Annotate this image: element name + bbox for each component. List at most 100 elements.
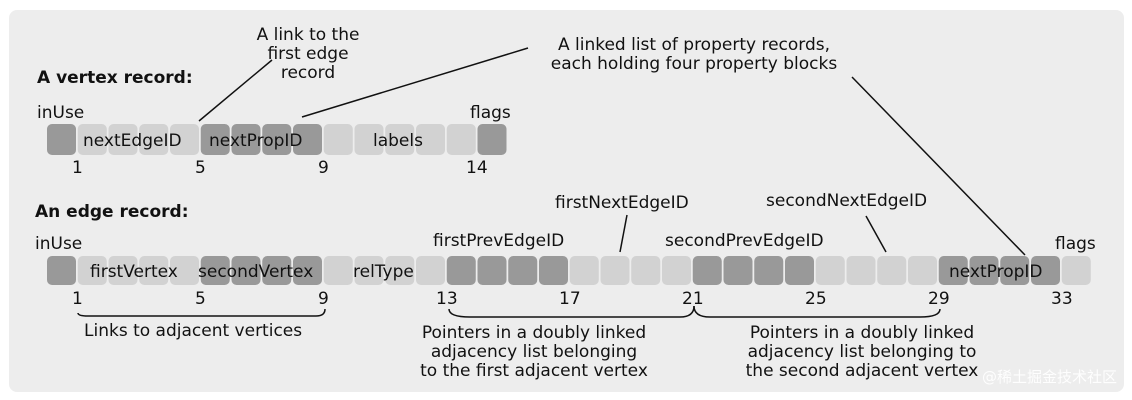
vertex-block-row [47, 124, 507, 155]
vertex-record-block-4 [139, 124, 169, 155]
edge-tick: 13 [436, 289, 458, 309]
edge-record-block-18 [569, 256, 599, 285]
edge-tick: 1 [72, 289, 83, 309]
first-next-edge-id-pointer [619, 214, 628, 253]
edge-record-block-3 [108, 256, 138, 285]
watermark-text: @稀土掘金技术社区 [982, 368, 1117, 386]
brace-second-adjacency [693, 305, 941, 318]
vertex-record-block-2 [77, 124, 107, 155]
edge-record-block-34 [1061, 256, 1091, 285]
vertex-record-block-6 [200, 124, 230, 155]
vertex-tick: 5 [195, 158, 206, 178]
edge-tick: 25 [805, 289, 827, 309]
edge-inuse-label: inUse [35, 234, 82, 254]
annotation-second-list-line1: Pointers in a doubly linked [750, 323, 974, 343]
edge-record-block-10 [323, 256, 353, 285]
edge-tick: 29 [928, 289, 950, 309]
edge-record-block-12 [385, 256, 415, 285]
edge-record-block-4 [139, 256, 169, 285]
vertex-field-next-prop-id: nextPropID [209, 131, 303, 151]
callout-property-list-pointer-edge [851, 76, 1026, 256]
callout-property-list: A linked list of property records, each … [301, 35, 1026, 256]
edge-second-next-edge-id-label: secondNextEdgeID [766, 191, 927, 211]
edge-record-block-30 [938, 256, 968, 285]
vertex-record-block-12 [385, 124, 415, 155]
callout-property-list-pointer-vertex [301, 47, 529, 118]
edge-record-block-24 [754, 256, 784, 285]
edge-record-block-13 [416, 256, 445, 285]
vertex-record-block-7 [231, 124, 261, 155]
vertex-field-next-edge-id: nextEdgeID [83, 131, 182, 151]
brace-first-adjacency [448, 305, 695, 318]
vertex-tick: 14 [466, 158, 488, 178]
edge-field-rel-type: relType [353, 262, 414, 282]
vertex-record-block-13 [416, 124, 445, 155]
callout-first-edge-line2: first edge [267, 44, 348, 64]
annotation-second-list-line2: adjacency list belonging to [748, 342, 977, 362]
edge-record-block-23 [723, 256, 753, 285]
edge-field-next-prop-id: nextPropID [949, 262, 1043, 282]
edge-record-block-25 [785, 256, 814, 285]
vertex-tick: 1 [72, 158, 83, 178]
edge-second-prev-edge-id-label: secondPrevEdgeID [665, 231, 824, 251]
edge-record-block-31 [969, 256, 999, 285]
edge-record-block-17 [539, 256, 568, 285]
edge-record-block-27 [846, 256, 876, 285]
diagram-panel [9, 10, 1124, 392]
vertex-record: A vertex record: inUse flags nextEdgeID … [37, 68, 511, 178]
annotation-first-list-line2: adjacency list belonging [431, 342, 637, 362]
vertex-field-labels: labels [373, 131, 423, 151]
edge-record-block-32 [1000, 256, 1030, 285]
edge-record-block-14 [446, 256, 476, 285]
edge-record-block-6 [200, 256, 230, 285]
edge-record-block-11 [354, 256, 384, 285]
vertex-inuse-label: inUse [37, 103, 84, 123]
vertex-record-block-10 [323, 124, 353, 155]
edge-first-prev-edge-id-label: firstPrevEdgeID [433, 231, 564, 251]
vertex-record-block-15 [477, 124, 507, 155]
edge-record-block-1 [47, 256, 76, 285]
callout-first-edge-line1: A link to the [257, 25, 360, 45]
edge-field-first-vertex: firstVertex [90, 262, 178, 282]
edge-block-row [47, 256, 1091, 285]
annotation-first-list-line3: to the first adjacent vertex [420, 361, 648, 381]
edge-tick: 21 [682, 289, 704, 309]
vertex-flags-label: flags [470, 103, 511, 123]
vertex-record-block-3 [108, 124, 138, 155]
edge-record-block-28 [877, 256, 907, 285]
edge-record-block-29 [908, 256, 937, 285]
annotation-adjacent-vertices: Links to adjacent vertices [84, 321, 302, 341]
edge-tick: 17 [559, 289, 581, 309]
second-next-edge-id-pointer [865, 215, 887, 253]
edge-tick: 5 [195, 289, 206, 309]
edge-record: An edge record: inUse flags firstPrevEdg… [35, 191, 1096, 309]
edge-record-block-21 [662, 256, 691, 285]
edge-record-block-33 [1031, 256, 1060, 285]
callout-property-list-line1: A linked list of property records, [558, 35, 830, 55]
edge-record-block-9 [293, 256, 322, 285]
edge-record-title: An edge record: [35, 202, 189, 222]
vertex-record-block-9 [293, 124, 322, 155]
vertex-record-block-11 [354, 124, 384, 155]
edge-record-block-19 [600, 256, 630, 285]
edge-record-block-2 [77, 256, 107, 285]
edge-tick: 33 [1051, 289, 1073, 309]
vertex-tick: 9 [318, 158, 329, 178]
edge-record-block-20 [631, 256, 661, 285]
edge-record-block-7 [231, 256, 261, 285]
bottom-annotations: Links to adjacent vertices Pointers in a… [84, 321, 978, 381]
edge-tick-labels: 1 5 9 13 17 21 25 29 33 [72, 289, 1073, 309]
edge-tick: 9 [318, 289, 329, 309]
edge-record-block-26 [815, 256, 845, 285]
edge-record-block-8 [262, 256, 292, 285]
edge-record-block-22 [692, 256, 722, 285]
brace-adjacent-vertices [77, 308, 326, 317]
vertex-record-title: A vertex record: [37, 68, 193, 88]
annotation-first-list-line1: Pointers in a doubly linked [422, 323, 646, 343]
edge-first-next-edge-id-label: firstNextEdgeID [555, 193, 689, 213]
edge-record-block-16 [508, 256, 538, 285]
edge-record-block-15 [477, 256, 507, 285]
edge-field-second-vertex: secondVertex [198, 262, 313, 282]
